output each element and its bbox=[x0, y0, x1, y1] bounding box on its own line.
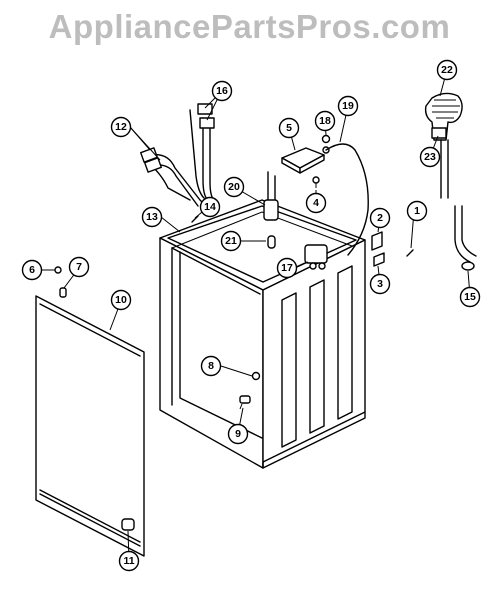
svg-text:17: 17 bbox=[281, 262, 293, 274]
valve-cover bbox=[281, 146, 330, 174]
clamp-18 bbox=[321, 134, 331, 144]
callout-6: 6 bbox=[21, 259, 43, 281]
svg-text:10: 10 bbox=[115, 294, 127, 306]
svg-text:12: 12 bbox=[115, 121, 127, 133]
svg-text:21: 21 bbox=[225, 235, 237, 247]
callout-14: 14 bbox=[199, 196, 221, 218]
callout-11: 11 bbox=[118, 550, 140, 572]
svg-text:13: 13 bbox=[146, 211, 158, 223]
grommet-21 bbox=[267, 235, 276, 249]
callout-22: 22 bbox=[436, 59, 458, 81]
watermark-text: AppliancePartsPros.com bbox=[48, 8, 451, 45]
callout-7: 7 bbox=[68, 256, 90, 278]
svg-text:19: 19 bbox=[342, 100, 354, 112]
screw-14 bbox=[191, 215, 199, 223]
callout-19: 19 bbox=[337, 95, 359, 117]
callout-17: 17 bbox=[276, 257, 298, 279]
svg-text:22: 22 bbox=[441, 64, 453, 76]
plug-8 bbox=[251, 371, 261, 381]
fill-hose bbox=[325, 143, 369, 256]
svg-text:3: 3 bbox=[377, 278, 383, 290]
callout-9: 9 bbox=[227, 423, 249, 445]
svg-text:8: 8 bbox=[208, 360, 214, 372]
callout-21: 21 bbox=[220, 230, 242, 252]
callout-12: 12 bbox=[110, 116, 132, 138]
callout-15: 15 bbox=[459, 286, 481, 308]
svg-text:7: 7 bbox=[76, 261, 82, 273]
svg-text:14: 14 bbox=[204, 201, 216, 213]
bracket-2 bbox=[371, 231, 385, 267]
foot-11 bbox=[121, 518, 135, 531]
front-panel bbox=[35, 295, 145, 557]
inlet-hoses bbox=[140, 103, 215, 207]
svg-text:18: 18 bbox=[319, 115, 331, 127]
svg-text:9: 9 bbox=[235, 428, 241, 440]
screw-1 bbox=[406, 249, 414, 257]
svg-text:15: 15 bbox=[464, 291, 476, 303]
svg-text:23: 23 bbox=[424, 151, 436, 163]
svg-text:2: 2 bbox=[377, 212, 383, 224]
callout-8: 8 bbox=[200, 355, 222, 377]
tube-20 bbox=[263, 171, 279, 221]
inlet-valve bbox=[304, 244, 328, 270]
callout-5: 5 bbox=[278, 117, 300, 139]
callout-2: 2 bbox=[369, 207, 391, 229]
bumper-6 bbox=[54, 266, 62, 274]
callout-13: 13 bbox=[141, 206, 163, 228]
svg-text:1: 1 bbox=[414, 205, 420, 217]
callout-23: 23 bbox=[419, 146, 441, 168]
callout-20: 20 bbox=[223, 176, 245, 198]
svg-text:20: 20 bbox=[228, 181, 240, 193]
leveling-leg-9 bbox=[239, 395, 251, 410]
callout-1: 1 bbox=[406, 200, 428, 222]
cabinet bbox=[159, 199, 366, 469]
svg-text:16: 16 bbox=[216, 85, 228, 97]
callout-18: 18 bbox=[314, 110, 336, 132]
clip-7 bbox=[59, 287, 67, 298]
svg-text:4: 4 bbox=[313, 197, 319, 209]
callout-16: 16 bbox=[211, 80, 233, 102]
callout-4: 4 bbox=[305, 192, 327, 214]
callout-10: 10 bbox=[110, 289, 132, 311]
svg-text:5: 5 bbox=[286, 122, 292, 134]
svg-text:6: 6 bbox=[29, 264, 35, 276]
screw-4 bbox=[312, 176, 320, 188]
svg-text:11: 11 bbox=[123, 555, 134, 567]
callout-3: 3 bbox=[369, 273, 391, 295]
drain-hose bbox=[424, 92, 477, 271]
